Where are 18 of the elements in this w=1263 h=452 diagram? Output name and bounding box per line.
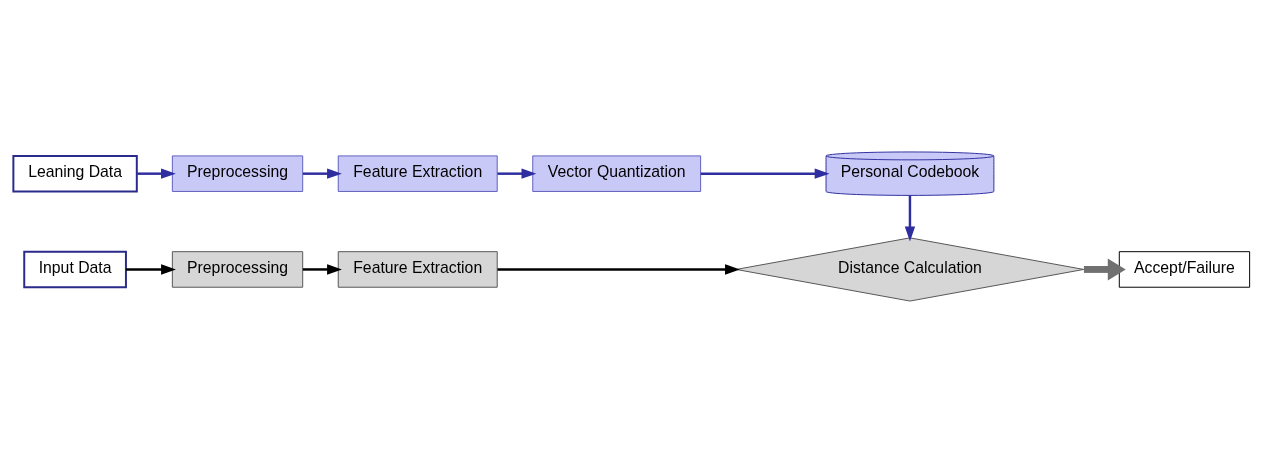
arrow — [904, 194, 916, 241]
node-box: Input Data — [23, 250, 127, 288]
arrow — [137, 168, 176, 179]
node-box: Vector Quantization — [532, 154, 702, 192]
arrow — [497, 263, 740, 275]
arrow — [700, 168, 830, 179]
arrow — [302, 168, 342, 179]
arrow — [125, 263, 176, 275]
node-box: Feature Extraction — [337, 154, 498, 192]
arrow — [1083, 257, 1126, 280]
node-box: Accept/Failure — [1118, 250, 1251, 288]
arrow — [302, 263, 342, 275]
arrow — [497, 168, 537, 179]
node-box: Feature Extraction — [337, 250, 498, 288]
node-box: Preprocessing — [171, 154, 304, 192]
node-diamond: Distance Calculation — [735, 236, 1085, 302]
node-box: Leaning Data — [12, 154, 138, 192]
node-box: Preprocessing — [171, 250, 304, 288]
